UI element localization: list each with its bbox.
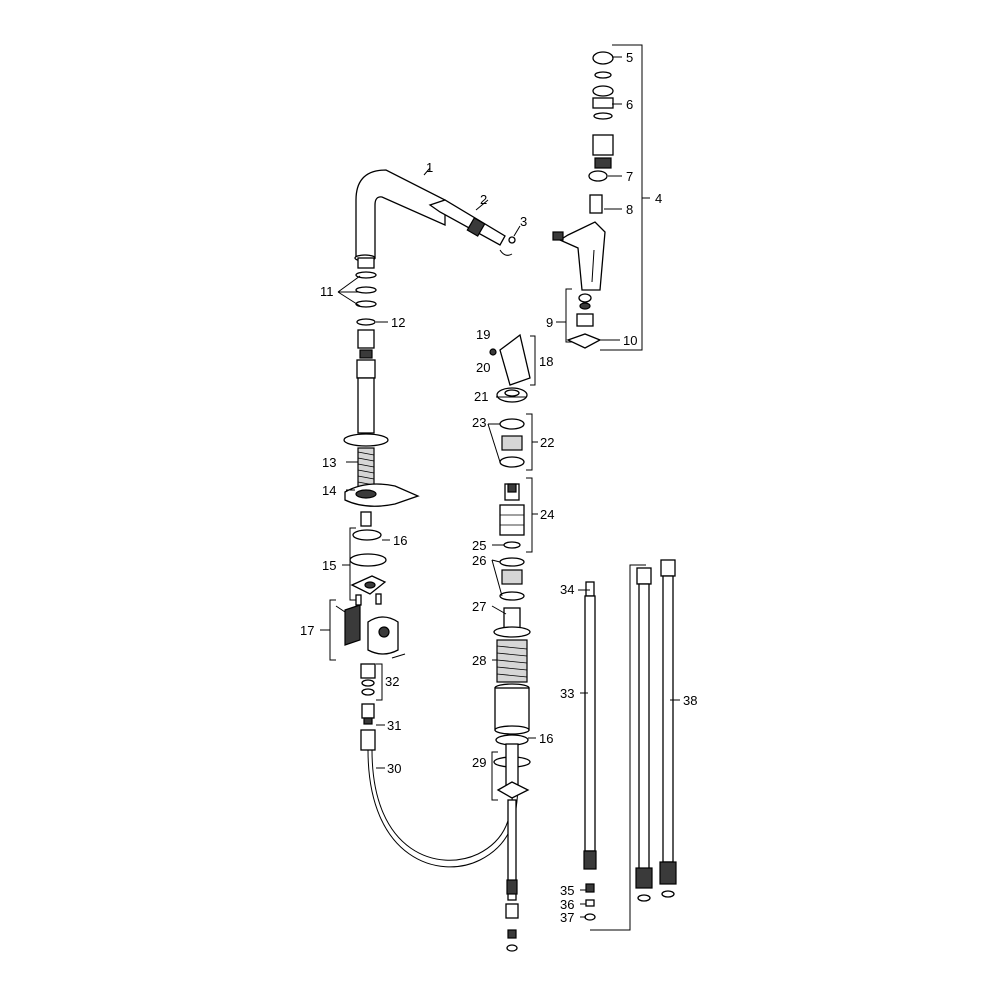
label-31: 31 [387, 718, 401, 733]
part-threaded-body-28 [493, 607, 531, 683]
part-cap-21 [496, 387, 528, 403]
leader-lines [320, 44, 680, 931]
part-spray-components [588, 51, 614, 214]
label-7: 7 [626, 169, 633, 184]
part-housing [494, 683, 530, 735]
label-18: 18 [539, 354, 553, 369]
label-27: 27 [472, 599, 486, 614]
part-shank-body [343, 377, 389, 447]
part-mounting-29 [493, 734, 531, 799]
label-34: 34 [560, 582, 574, 597]
part-valve-26 [499, 557, 525, 601]
label-28: 28 [472, 653, 486, 668]
part-sleeve-22 [499, 418, 525, 468]
part-handle-18 [489, 333, 531, 386]
part-connector-31 [361, 703, 375, 725]
label-22: 22 [540, 435, 554, 450]
label-19: 19 [476, 327, 490, 342]
part-base-plate-14 [344, 483, 420, 507]
part-seal-15 [349, 553, 387, 606]
part-spout [354, 169, 446, 262]
label-15: 15 [322, 558, 336, 573]
label-10: 10 [623, 333, 637, 348]
label-1: 1 [426, 160, 433, 175]
label-16b: 16 [539, 731, 553, 746]
label-5: 5 [626, 50, 633, 65]
part-hoses-38 [635, 559, 677, 902]
part-cartridge-24 [499, 483, 525, 549]
label-6: 6 [626, 97, 633, 112]
label-25: 25 [472, 538, 486, 553]
label-29: 29 [472, 755, 486, 770]
label-8: 8 [626, 202, 633, 217]
label-17: 17 [300, 623, 314, 638]
part-washer-16a [352, 511, 382, 541]
part-supply-hose-middle [505, 799, 519, 952]
label-2: 2 [480, 192, 487, 207]
part-number-labels: 1 2 3 4 5 6 7 8 9 10 11 12 13 14 15 16 1… [300, 50, 697, 925]
label-3: 3 [520, 214, 527, 229]
label-35: 35 [560, 883, 574, 898]
label-26: 26 [472, 553, 486, 568]
label-16a: 16 [393, 533, 407, 548]
label-33: 33 [560, 686, 574, 701]
label-12: 12 [391, 315, 405, 330]
label-21: 21 [474, 389, 488, 404]
label-24: 24 [540, 507, 554, 522]
label-23: 23 [472, 415, 486, 430]
label-9: 9 [546, 315, 553, 330]
label-13: 13 [322, 455, 336, 470]
label-20: 20 [476, 360, 490, 375]
part-pull-out-head [552, 221, 606, 291]
part-hose-30 [360, 729, 519, 868]
label-36: 36 [560, 897, 574, 912]
part-spray-head [428, 199, 516, 256]
label-4: 4 [655, 191, 662, 206]
part-nut-32 [360, 663, 376, 696]
label-14: 14 [322, 483, 336, 498]
part-hose-33 [583, 581, 597, 921]
part-clip-17 [335, 604, 406, 659]
part-shaft-rings [355, 257, 377, 379]
part-hose-connector-9 [566, 293, 602, 349]
label-37: 37 [560, 910, 574, 925]
part-threaded-rod-13 [357, 447, 375, 489]
label-38: 38 [683, 693, 697, 708]
label-11: 11 [320, 284, 334, 299]
label-32: 32 [385, 674, 399, 689]
label-30: 30 [387, 761, 401, 776]
